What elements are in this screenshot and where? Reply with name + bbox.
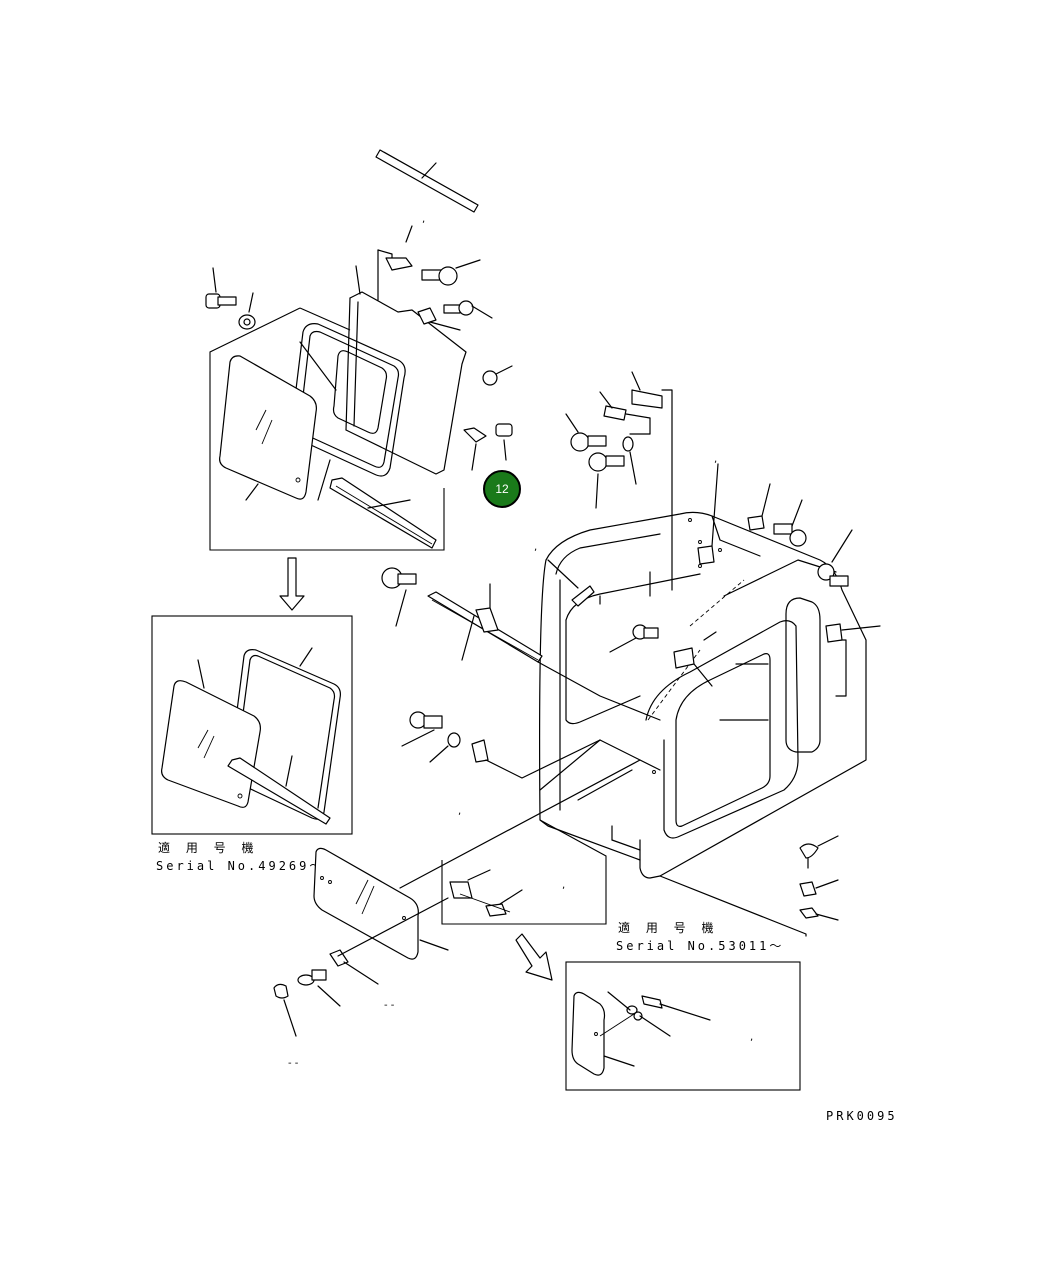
door-bolt: [609, 624, 659, 653]
washer-right: [622, 436, 637, 485]
door-catch: [547, 559, 595, 607]
inset-b-applies-label: 適 用 号 機: [618, 920, 719, 935]
inset-b-serial-label: Serial No.53011～: [616, 939, 784, 953]
bolt-right-1: [565, 413, 607, 452]
roof-bracket: [631, 371, 673, 591]
side-latch: [825, 623, 881, 643]
lower-washer: [429, 732, 461, 763]
lower-bolt: [401, 711, 443, 747]
callout-badge[interactable]: 12: [483, 470, 521, 508]
mark-comma-5: ,: [458, 806, 461, 817]
bolt-top: [421, 259, 481, 286]
inset-b: [565, 961, 801, 1091]
glass-cap: [273, 983, 297, 1037]
door-glass-panel: [313, 759, 641, 960]
top-weather-strip: [375, 149, 479, 213]
washer-upper-left: [238, 292, 256, 330]
latch-clip: [463, 427, 487, 471]
down-arrow-icon: [279, 557, 305, 611]
clip-top: [417, 307, 461, 331]
mark-comma-1: ,: [562, 880, 565, 891]
inset-a: [151, 615, 353, 835]
knob: [482, 365, 513, 386]
glass-latch: [329, 897, 449, 985]
callout-number[interactable]: 12: [495, 482, 509, 496]
glass-screw: [297, 969, 341, 1007]
small-bolt: [495, 423, 513, 461]
plate-right: [659, 875, 839, 937]
mark-comma-2: ,: [422, 214, 425, 225]
bracket-plate: [599, 391, 651, 435]
window-glass-pane: [219, 355, 317, 501]
bolt-right-2: [588, 452, 625, 509]
inset-a-applies-label: 適 用 号 機: [158, 840, 259, 855]
bolt-upper-left: [205, 267, 237, 309]
roof-clip: [747, 483, 771, 531]
roof-hinge: [697, 463, 719, 565]
diagonal-arrow-icon: [515, 933, 553, 981]
door-rail: [427, 583, 661, 721]
rail-bolt: [381, 567, 417, 627]
door-striker: [673, 647, 713, 687]
frame-bracket: [345, 249, 467, 475]
roof-bolt: [773, 499, 807, 547]
drawing-code: PRK0095: [826, 1109, 898, 1123]
mark-comma-6: ,: [750, 1032, 753, 1043]
bolt-mid: [443, 300, 493, 319]
callout-circle[interactable]: [483, 470, 521, 508]
side-bolt: [817, 529, 853, 587]
window-rail: [317, 459, 437, 549]
mark-comma-4: ,: [714, 454, 717, 465]
small-bracket-top: [385, 225, 413, 271]
mark-dash-2: - -: [288, 1058, 299, 1069]
mark-comma-3: ,: [534, 542, 537, 553]
lower-hinge: [471, 739, 601, 779]
mark-dash-1: - -: [384, 1000, 395, 1011]
window-assembly-box: [209, 307, 445, 551]
inset-a-serial-label: Serial No.49269～: [156, 859, 324, 873]
nut-right: [799, 879, 839, 897]
screw-right: [799, 835, 839, 869]
cab-body: [539, 511, 867, 879]
inset-middle: [441, 819, 607, 925]
